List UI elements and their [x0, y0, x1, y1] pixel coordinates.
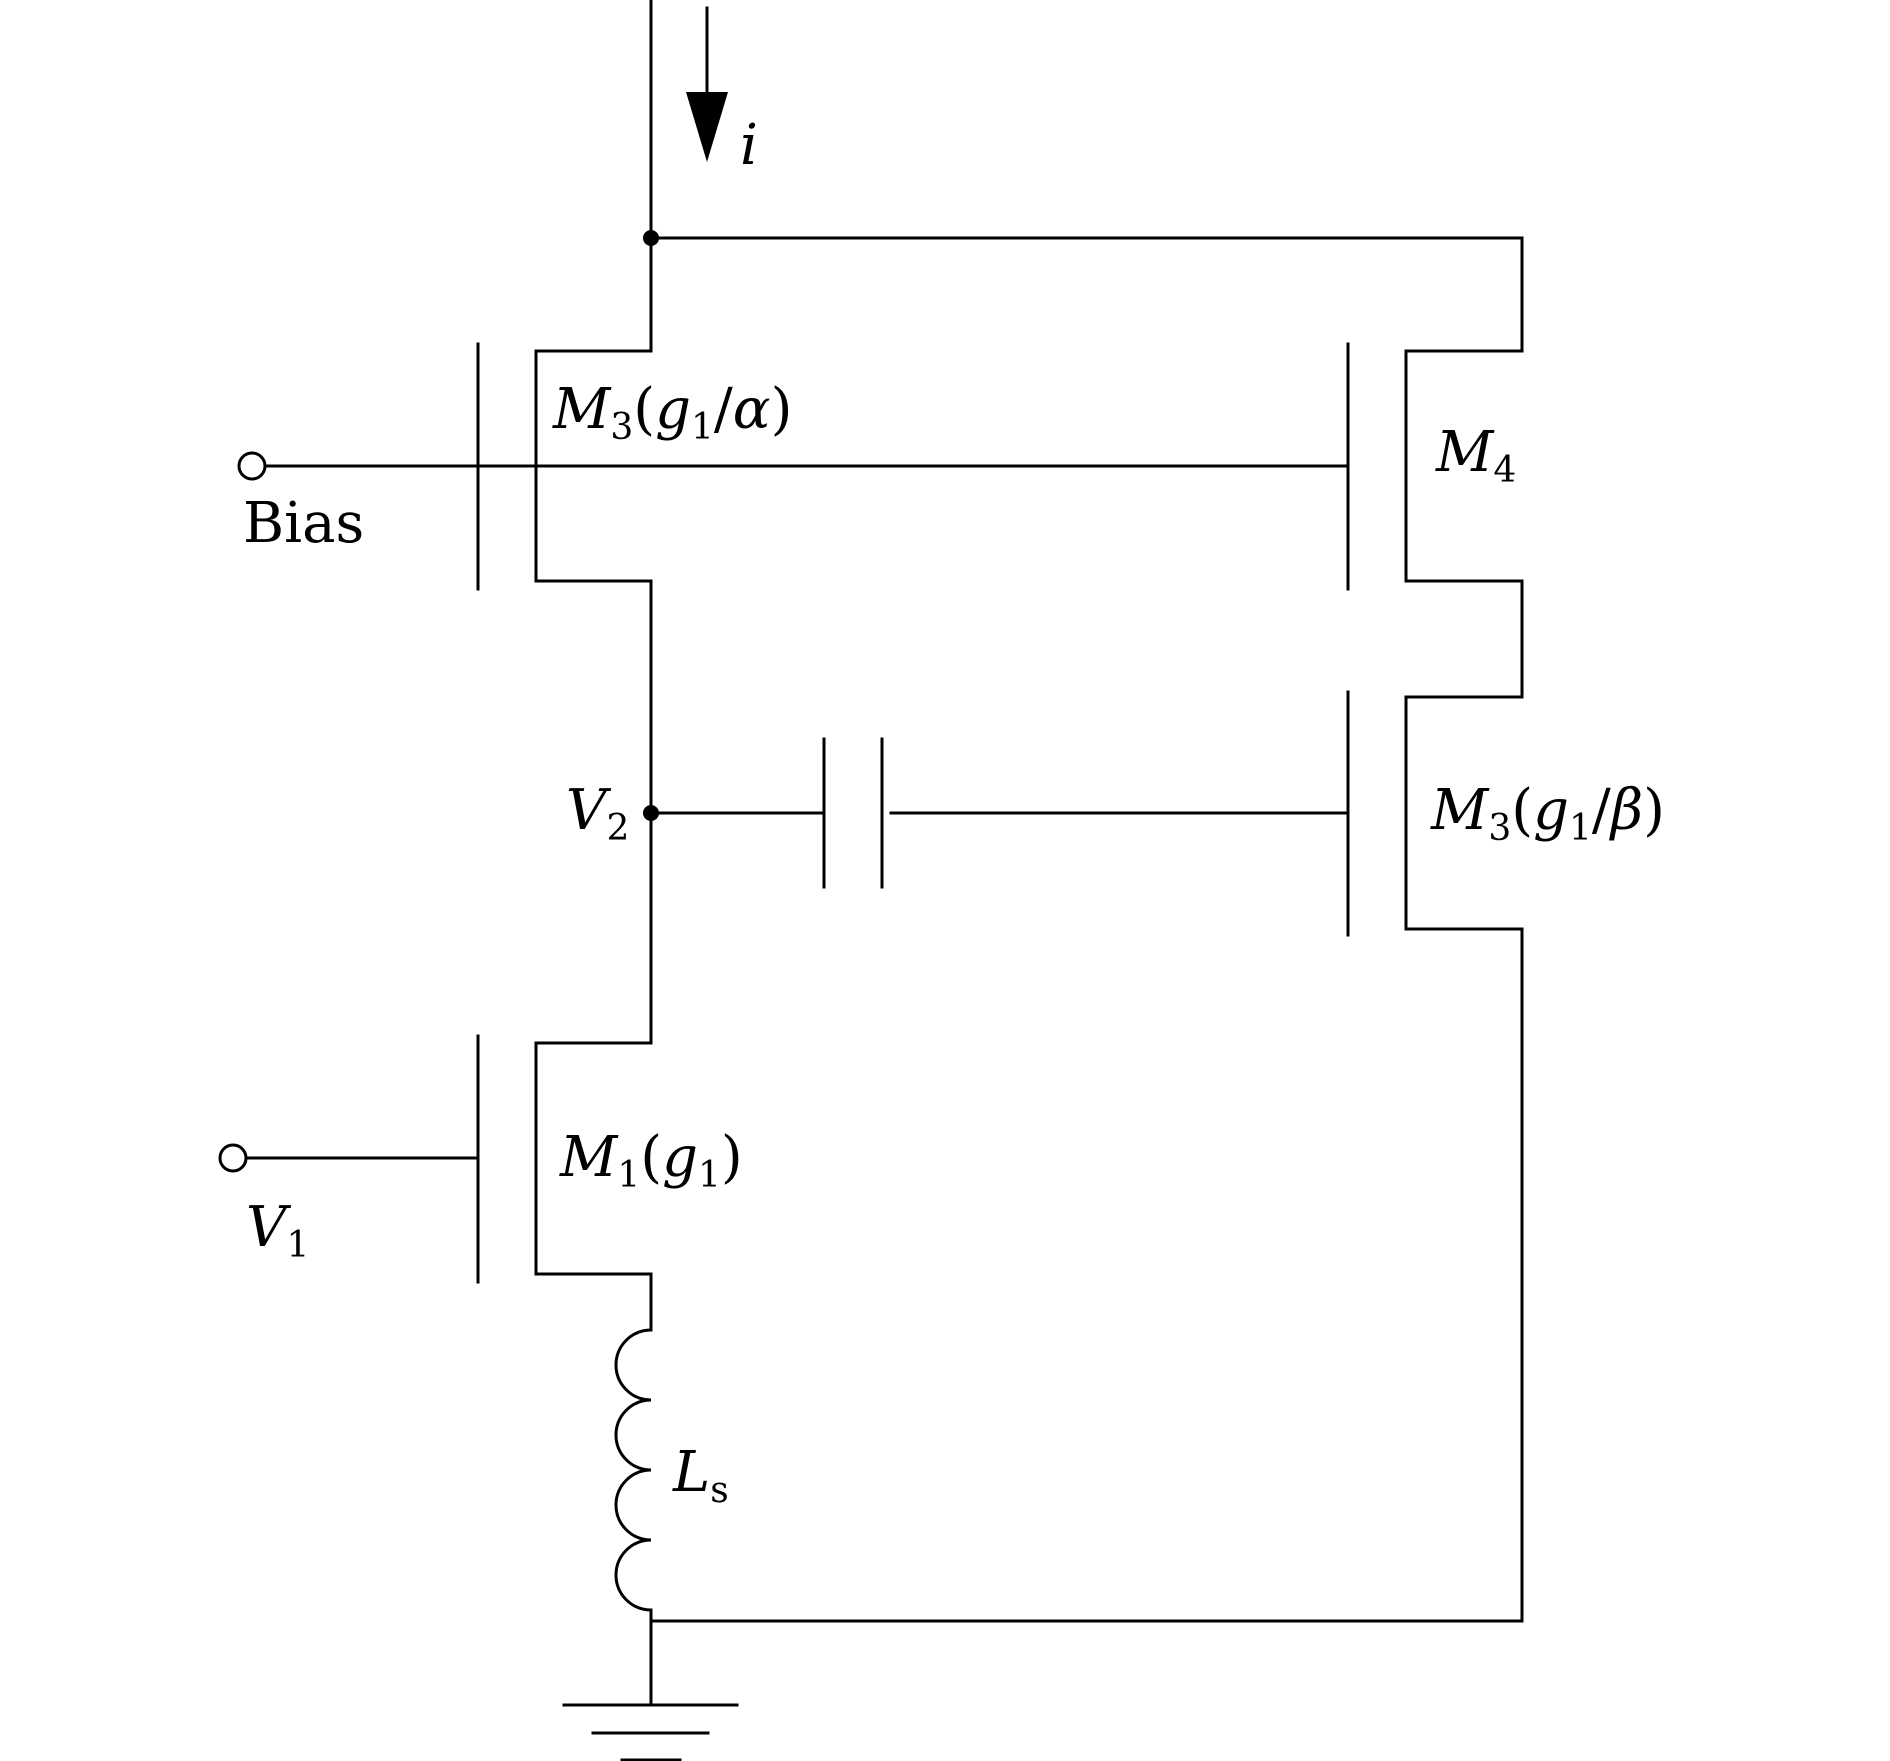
transistor-m3-alpha	[476, 236, 653, 814]
current-label: i	[740, 113, 758, 178]
ls-label: Ls	[673, 1440, 729, 1511]
top-right-wire	[649, 236, 1524, 353]
m4-label: M4	[1436, 420, 1517, 491]
transistor-m1	[476, 810, 653, 1332]
current-arrow	[686, 6, 728, 162]
m3-alpha-label: M3(g1/α)	[553, 377, 793, 448]
bottom-return-wire	[649, 1608, 1524, 1623]
bias-terminal	[237, 451, 1350, 481]
v1-terminal	[218, 1143, 480, 1173]
bias-label: Bias	[243, 491, 365, 556]
v1-label: V1	[246, 1195, 310, 1266]
v2-label: V2	[566, 778, 630, 849]
transistor-m4	[1346, 342, 1524, 1623]
m3-beta-label: M3(g1/β)	[1431, 778, 1665, 849]
inductor-ls	[614, 1328, 653, 1612]
capacitor	[649, 737, 1350, 889]
m1-label: M1(g1)	[560, 1125, 743, 1196]
ground-symbol	[562, 1619, 739, 1761]
